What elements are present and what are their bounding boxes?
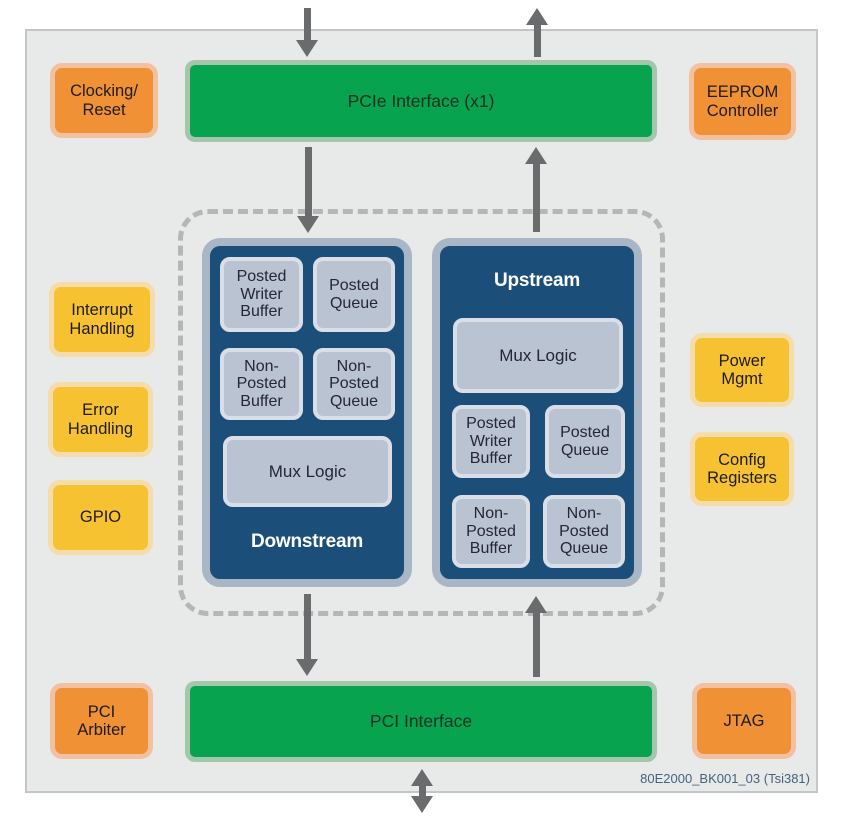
arrow-head-up-icon <box>411 769 433 786</box>
block-gpio: GPIO <box>48 480 153 555</box>
arrow-shaft <box>532 613 540 677</box>
pci-interface-bar: PCI Interface <box>185 681 657 762</box>
block-jtag: JTAG <box>692 683 796 759</box>
downstream-to-pci-arrow <box>296 594 318 676</box>
downstream-core-block: Posted Writer Buffer Posted Queue Non- P… <box>202 238 412 587</box>
arrow-head-down-icon <box>411 796 433 813</box>
upstream-non-posted-buffer: Non- Posted Buffer <box>452 495 530 568</box>
arrow-head-up-icon <box>526 8 548 25</box>
pcie-egress-arrow <box>526 8 548 57</box>
upstream-posted-writer-buffer: Posted Writer Buffer <box>452 405 530 478</box>
upstream-posted-queue: Posted Queue <box>545 405 625 478</box>
pcie-ingress-arrow <box>296 8 318 57</box>
arrow-shaft <box>303 8 311 40</box>
arrow-shaft <box>303 594 311 659</box>
upstream-core-block: Upstream Mux Logic Posted Writer Buffer … <box>432 238 642 587</box>
upstream-non-posted-queue: Non- Posted Queue <box>543 495 625 568</box>
arrow-shaft <box>304 147 312 216</box>
upstream-to-pcie-arrow <box>525 147 547 232</box>
downstream-mux-logic: Mux Logic <box>223 436 392 507</box>
figure-code: 80E2000_BK001_03 (Tsi381) <box>640 771 810 786</box>
pcie-to-downstream-arrow <box>297 147 319 233</box>
arrow-head-up-icon <box>525 147 547 164</box>
block-config-registers: Config Registers <box>690 432 794 506</box>
arrow-shaft <box>418 786 426 796</box>
pci-to-upstream-arrow <box>525 596 547 677</box>
diagram-panel <box>25 29 818 793</box>
arrow-shaft <box>532 164 540 232</box>
pci-external-bidirectional-arrow <box>411 769 433 813</box>
arrow-head-down-icon <box>297 216 319 233</box>
block-clocking-reset: Clocking/ Reset <box>50 63 158 138</box>
arrow-head-up-icon <box>525 596 547 613</box>
downstream-posted-writer-buffer: Posted Writer Buffer <box>220 257 303 332</box>
pcie-interface-bar: PCIe Interface (x1) <box>185 60 657 142</box>
block-interrupt-handling: Interrupt Handling <box>49 282 155 357</box>
block-eeprom-controller: EEPROM Controller <box>689 63 796 140</box>
arrow-shaft <box>533 25 541 57</box>
downstream-posted-queue: Posted Queue <box>313 257 395 332</box>
arrow-head-down-icon <box>296 659 318 676</box>
upstream-title: Upstream <box>493 270 581 291</box>
block-pci-arbiter: PCI Arbiter <box>50 683 153 759</box>
downstream-non-posted-buffer: Non- Posted Buffer <box>220 348 303 420</box>
bridge-core-boundary <box>178 209 665 616</box>
upstream-mux-logic: Mux Logic <box>453 318 623 393</box>
block-error-handling: Error Handling <box>48 382 153 457</box>
arrow-head-down-icon <box>296 40 318 57</box>
block-power-mgmt: Power Mgmt <box>690 333 794 407</box>
downstream-title: Downstream <box>250 531 364 552</box>
downstream-non-posted-queue: Non- Posted Queue <box>313 348 395 420</box>
